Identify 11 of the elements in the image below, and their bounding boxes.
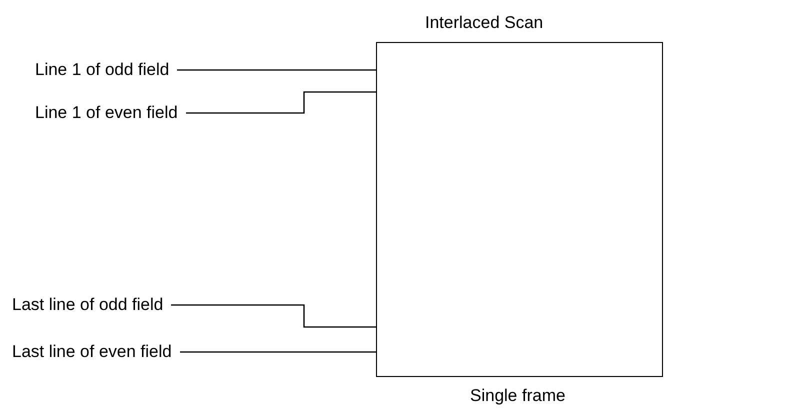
leader-line [180, 351, 376, 353]
leader-line [186, 91, 376, 114]
line-label: Last line of even field [12, 342, 172, 362]
frame-caption: Single frame [470, 385, 566, 407]
line-label: Line 1 of odd field [35, 60, 170, 80]
line-label: Last line of odd field [12, 295, 164, 315]
diagram-title: Interlaced Scan [425, 12, 544, 34]
line-label: Line 1 of even field [35, 103, 178, 123]
frame-rectangle [376, 42, 663, 377]
leader-line [177, 69, 376, 71]
leader-line [171, 304, 376, 328]
